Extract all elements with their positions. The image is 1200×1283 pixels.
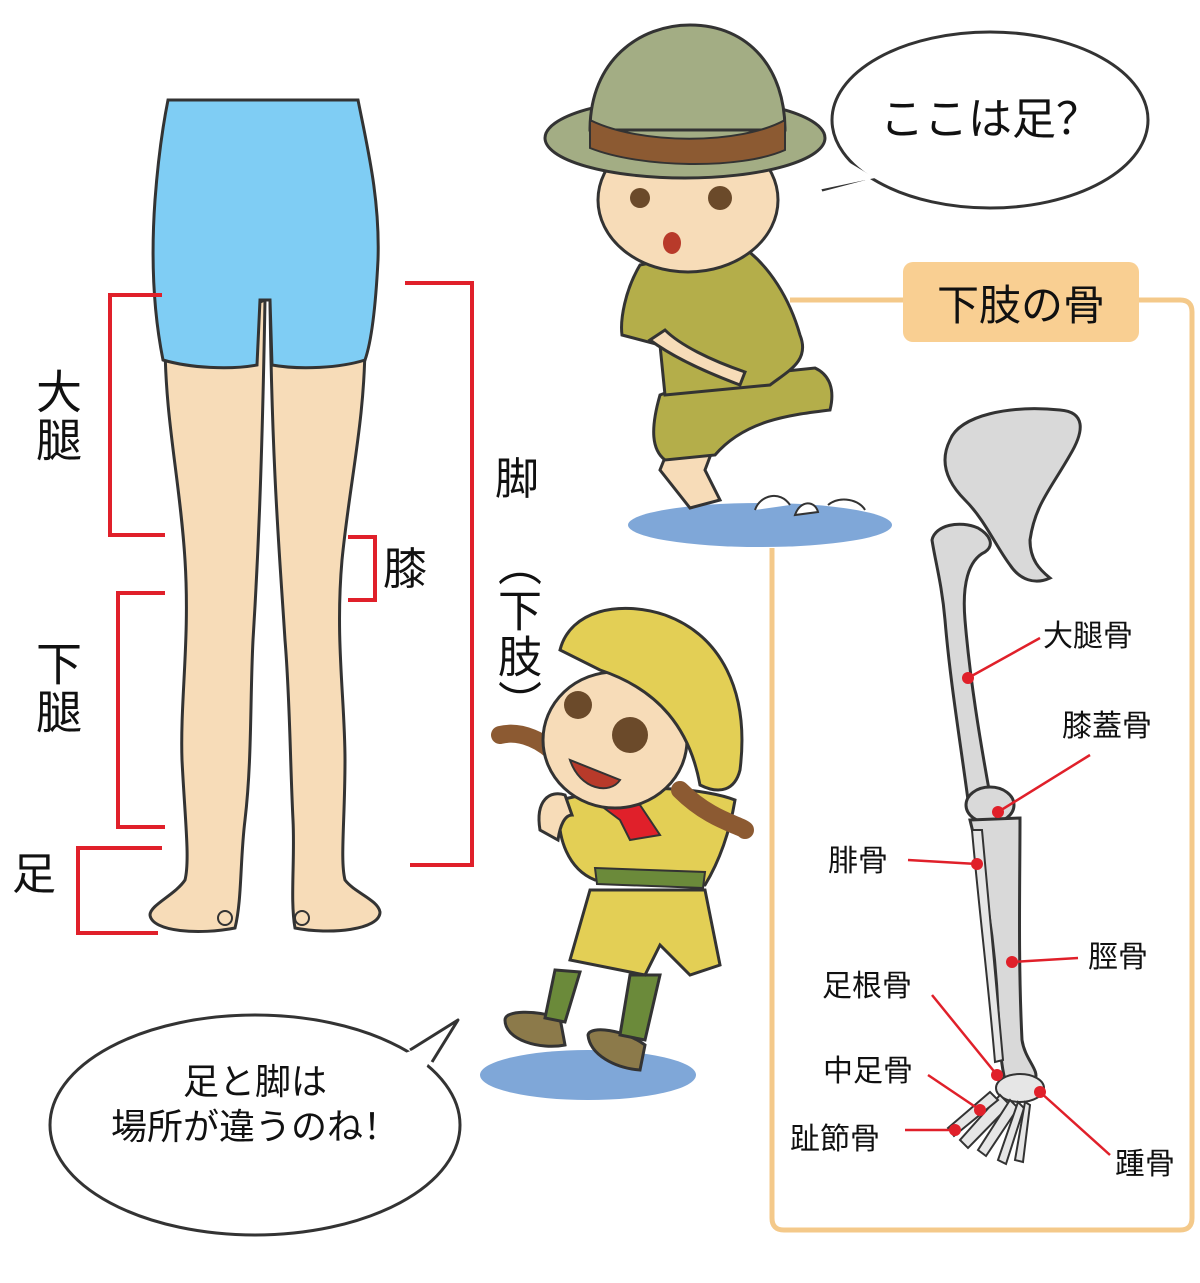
lower-limb-label: （下肢） bbox=[490, 542, 541, 726]
bones-panel-title: 下肢の骨 bbox=[903, 262, 1139, 342]
shorts bbox=[151, 98, 380, 370]
leg-bracket bbox=[405, 281, 474, 867]
knee-label: 膝 bbox=[383, 544, 427, 595]
toes bbox=[217, 910, 310, 926]
lower-leg-label: 下腿 bbox=[29, 640, 83, 736]
boy-speech-bubble bbox=[818, 30, 1150, 210]
boy-speech-text: ここは足？ bbox=[880, 94, 1100, 145]
foot-label: 足 bbox=[12, 849, 56, 900]
girl-shadow bbox=[480, 1050, 696, 1100]
girl-character bbox=[480, 607, 754, 1100]
girl-speech-bubble bbox=[48, 1013, 462, 1237]
girl-speech-text: 足と脚は 場所が違うのね！ bbox=[60, 1060, 450, 1150]
panel-border bbox=[769, 297, 1195, 1233]
thigh-label: 大腿 bbox=[29, 368, 83, 464]
tibia-label: 脛骨 bbox=[1088, 940, 1148, 975]
left-leg bbox=[148, 297, 267, 933]
leader-lines bbox=[905, 636, 1111, 1156]
thigh-bracket bbox=[108, 293, 165, 537]
patella-label: 膝蓋骨 bbox=[1062, 709, 1152, 744]
phalanges-label: 趾節骨 bbox=[790, 1122, 880, 1157]
fibula bbox=[970, 829, 1005, 1064]
knee-bracket bbox=[348, 535, 377, 602]
brackets bbox=[76, 281, 474, 935]
boy-character bbox=[543, 23, 892, 547]
fibula-label: 腓骨 bbox=[828, 844, 888, 879]
tarsals-label: 足根骨 bbox=[822, 969, 912, 1004]
foot-bracket bbox=[76, 846, 162, 935]
foot-bones bbox=[946, 1073, 1045, 1166]
leg-label: 脚 bbox=[495, 454, 539, 505]
lower-leg-bracket bbox=[116, 591, 165, 829]
bones-panel bbox=[769, 297, 1195, 1233]
girl-speech-line-2: 場所が違うのね！ bbox=[110, 1107, 399, 1148]
legs-figure bbox=[148, 98, 382, 933]
pelvis bbox=[943, 407, 1082, 583]
girl-speech-line-1: 足と脚は bbox=[182, 1062, 327, 1103]
bone-dots bbox=[949, 672, 1046, 1136]
boy-shadow bbox=[628, 503, 892, 547]
femur bbox=[930, 522, 992, 802]
metatarsals-label: 中足骨 bbox=[823, 1054, 913, 1089]
calcaneus-label: 踵骨 bbox=[1115, 1147, 1175, 1182]
right-leg bbox=[268, 297, 382, 933]
femur-label: 大腿骨 bbox=[1043, 619, 1133, 654]
